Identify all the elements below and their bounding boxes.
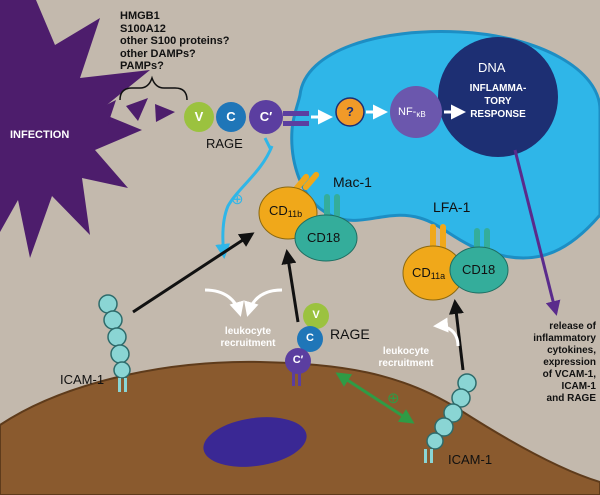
icam1-left-stalk-1 [118, 378, 121, 392]
purple-arrow-release [513, 149, 561, 316]
damp-triangle-2 [126, 98, 148, 121]
rage-cprime-domain [249, 100, 283, 134]
lower-rage-stalk-1 [292, 372, 295, 386]
rage-v-domain [184, 102, 214, 132]
release-line-5: of VCAM-1, [542, 369, 596, 380]
cd11a-sub: 11a [430, 271, 446, 281]
recruitment-right-line-2: recruitment [378, 358, 434, 369]
ligand-s100a12: S100A12 [120, 22, 166, 35]
rage-cprime-label: C′ [259, 109, 273, 124]
recruitment-left-line-1: leukocyte [224, 326, 272, 337]
arrow-icam1-to-mac1 [132, 232, 255, 314]
icam1-right-stalk-1 [424, 449, 427, 463]
release-line-7: and RAGE [546, 393, 596, 404]
mac1-cd18-stalk-1 [324, 194, 330, 218]
icam1-left-stalk-2 [124, 378, 127, 392]
arrow-rage-to-mac1 [281, 249, 300, 323]
recruitment-curve-right [433, 317, 460, 347]
response-line-3: RESPONSE [470, 109, 526, 120]
mac1-cd18-label: CD18 [307, 230, 341, 245]
rage-label-lower: RAGE [330, 326, 370, 342]
nfkb-sub: κB [416, 110, 426, 119]
icam1-right-label: ICAM-1 [448, 452, 493, 467]
ligand-s100-proteins: other S100 proteins? [120, 35, 230, 47]
release-label: release of inflammatory cytokines, expre… [510, 321, 596, 405]
dna-label: DNA [478, 60, 506, 75]
icam1-right-stalk-2 [430, 449, 433, 463]
mac1-cd11b-label: CD11b [269, 203, 302, 219]
nfkb-label: NF-κB [398, 106, 426, 119]
arrow-icam1-to-lfa1 [448, 299, 465, 371]
membrane-tick [263, 137, 273, 151]
icam1-left-label: ICAM-1 [60, 372, 105, 387]
infection-label: INFECTION [10, 129, 70, 141]
endothelial-nucleus [203, 417, 307, 467]
plus-sign-blue: ⊕ [231, 191, 244, 208]
mac1-cd18-stalk-2 [334, 194, 340, 218]
release-line-4: expression [543, 357, 596, 368]
lower-rage-v-label: V [312, 309, 320, 321]
ligand-brace [119, 75, 188, 101]
cd11a-main: CD [412, 265, 431, 280]
rage-c-label: C [226, 109, 236, 124]
response-line-2: TORY [484, 96, 512, 107]
lfa1-cd11a-label: CD11a [412, 265, 445, 281]
rage-label-top: RAGE [206, 136, 243, 151]
ligand-pamps: PAMPs? [120, 60, 164, 72]
unknown-mediator [335, 97, 365, 127]
mac1-label: Mac-1 [333, 174, 372, 190]
unknown-label: ? [346, 104, 354, 119]
mac1-cd11b-stalk-2 [302, 171, 320, 191]
lfa1-label: LFA-1 [433, 199, 471, 215]
mac1-cd18 [294, 214, 358, 262]
recruitment-left-label: leukocyte recruitment [208, 326, 288, 350]
lower-rage-stalk-2 [298, 372, 301, 386]
lower-rage-c-domain [297, 326, 323, 352]
lfa1-cd18-stalk-1 [474, 228, 480, 252]
recruitment-right-line-1: leukocyte [382, 346, 430, 357]
damp-triangle-1 [96, 100, 116, 124]
recruitment-curve-left-1 [204, 288, 244, 317]
lfa1-cd18-label: CD18 [462, 262, 496, 277]
icam1-right-chain [426, 373, 477, 450]
ligand-other-damps: other DAMPs? [120, 47, 196, 60]
cd11b-main: CD [269, 203, 288, 218]
infection-burst [0, 0, 150, 258]
rage-c-domain [216, 102, 246, 132]
mac1-cd11b-stalk-1 [292, 173, 310, 193]
blue-arrow-rage-to-recruitment [215, 145, 274, 259]
lower-rage-cprime-domain [285, 348, 311, 374]
nfkb-main: NF- [398, 106, 417, 118]
lfa1-cd11a-stalk-2 [440, 224, 446, 252]
ligand-hmgb1: HMGB1 [120, 10, 160, 22]
ligand-list: HMGB1 S100A12 other S100 proteins? other… [120, 10, 229, 73]
recruitment-curve-left-2 [244, 288, 283, 317]
lfa1-cd18 [449, 246, 509, 294]
nucleus [438, 37, 558, 157]
release-line-2: inflammatory [533, 333, 596, 344]
release-line-1: release of [549, 321, 596, 332]
cd11b-sub: 11b [287, 209, 303, 219]
release-line-3: cytokines, [547, 345, 596, 356]
rage-transmembrane [283, 111, 309, 116]
response-line-1: INFLAMMA- [469, 83, 527, 94]
lfa1-cd11a-stalk-1 [430, 224, 436, 252]
icam1-left-chain [98, 294, 131, 379]
rage-transmembrane-2 [283, 121, 309, 126]
lower-rage-v-domain [303, 303, 329, 329]
plus-sign-green: ⊕ [387, 390, 400, 407]
inflammatory-response-label: INFLAMMA- TORY RESPONSE [448, 82, 548, 121]
recruitment-left-line-2: recruitment [220, 338, 276, 349]
green-double-arrow [335, 372, 415, 424]
rage-v-label: V [194, 109, 204, 124]
damp-triangle-3 [155, 104, 175, 122]
lower-rage-c-label: C [306, 332, 314, 344]
release-line-6: ICAM-1 [561, 381, 596, 392]
lfa1-cd18-stalk-2 [484, 228, 490, 252]
nfkb-node [390, 86, 442, 138]
recruitment-right-label: leukocyte recruitment [366, 346, 446, 370]
lower-rage-cprime-label: C′ [292, 354, 304, 366]
